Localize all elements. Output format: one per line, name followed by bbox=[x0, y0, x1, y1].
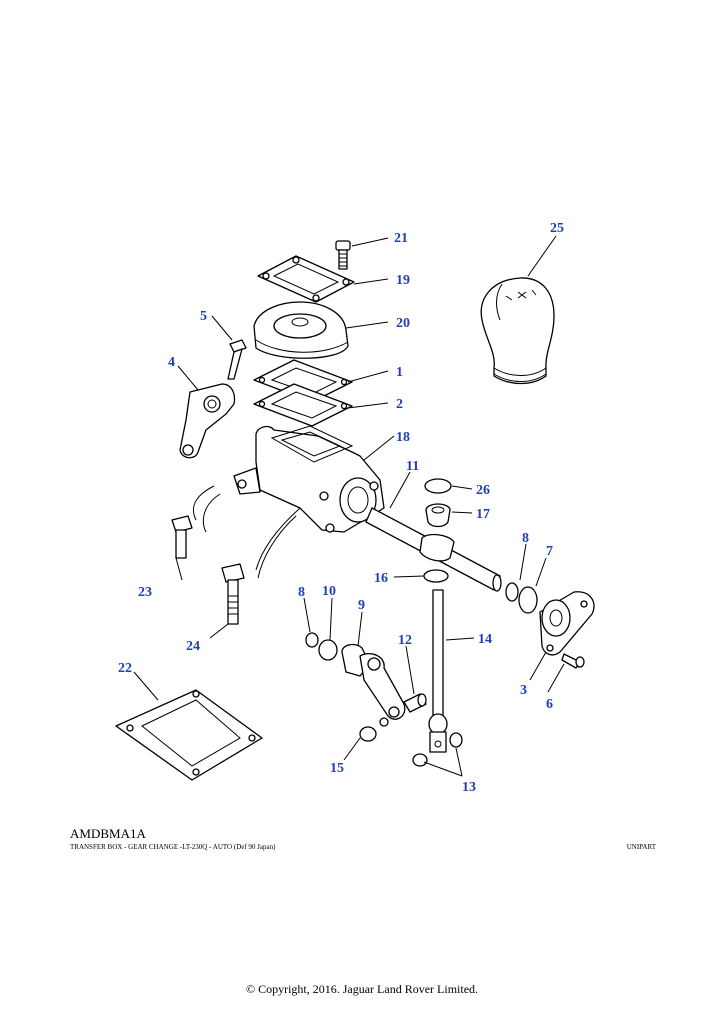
callout-26: 26 bbox=[476, 483, 490, 498]
diagram-caption: TRANSFER BOX - GEAR CHANGE -LT-230Q - AU… bbox=[70, 843, 276, 851]
callout-18: 18 bbox=[396, 430, 410, 445]
part-bush-17 bbox=[425, 503, 451, 528]
part-bolt-23 bbox=[171, 515, 193, 559]
callout-8-right: 8 bbox=[522, 531, 529, 546]
part-gear-knob bbox=[480, 277, 555, 385]
leader-lines bbox=[133, 235, 565, 777]
part-lever-4 bbox=[179, 383, 236, 459]
part-shaft-11 bbox=[365, 507, 502, 592]
part-oring-8-right bbox=[505, 582, 519, 602]
part-oring-7 bbox=[518, 586, 538, 614]
callout-6: 6 bbox=[546, 697, 553, 712]
part-bolt-24 bbox=[221, 563, 245, 625]
callout-4: 4 bbox=[168, 355, 175, 370]
callout-20: 20 bbox=[396, 316, 410, 331]
part-bush-13 bbox=[412, 732, 463, 767]
callout-14: 14 bbox=[478, 632, 492, 647]
callout-11: 11 bbox=[406, 459, 419, 474]
part-bolt-5 bbox=[227, 339, 247, 380]
part-flange-3 bbox=[539, 591, 595, 656]
callout-8-left: 8 bbox=[298, 585, 305, 600]
callout-labels: 21 19 20 1 2 5 4 18 11 26 17 25 8 7 16 1… bbox=[118, 221, 564, 795]
callout-10: 10 bbox=[322, 584, 336, 599]
callout-16: 16 bbox=[374, 571, 388, 586]
part-lever-9 bbox=[341, 643, 406, 727]
callout-17: 17 bbox=[476, 507, 490, 522]
part-housing-18 bbox=[192, 425, 385, 579]
callout-1: 1 bbox=[396, 365, 403, 380]
callout-25: 25 bbox=[550, 221, 564, 236]
callout-12: 12 bbox=[398, 633, 412, 648]
part-screw-6 bbox=[561, 653, 585, 669]
callout-22: 22 bbox=[118, 661, 132, 676]
part-oring-26 bbox=[424, 478, 452, 494]
callout-13: 13 bbox=[462, 780, 476, 795]
callout-9: 9 bbox=[358, 598, 365, 613]
callout-15: 15 bbox=[330, 761, 344, 776]
part-clip-15 bbox=[359, 726, 377, 742]
part-gasket-2 bbox=[253, 383, 353, 427]
callout-2: 2 bbox=[396, 397, 403, 412]
part-ring-16 bbox=[423, 569, 449, 583]
callout-7: 7 bbox=[546, 544, 553, 559]
callout-21: 21 bbox=[394, 231, 408, 246]
part-gasket-19 bbox=[257, 255, 355, 303]
callout-3: 3 bbox=[520, 683, 527, 698]
part-bolt-21 bbox=[335, 240, 351, 270]
part-oring-8-left bbox=[305, 632, 319, 648]
part-pin-12 bbox=[403, 693, 427, 713]
brand-label: UNIPART bbox=[626, 843, 656, 851]
part-oring-10 bbox=[318, 639, 338, 661]
part-cover-20 bbox=[253, 301, 349, 359]
callout-19: 19 bbox=[396, 273, 410, 288]
part-rod-14 bbox=[428, 589, 448, 753]
diagram-code: AMDBMA1A bbox=[70, 826, 146, 841]
callout-5: 5 bbox=[200, 309, 207, 324]
copyright-notice: © Copyright, 2016. Jaguar Land Rover Lim… bbox=[245, 982, 479, 996]
part-gasket-22 bbox=[115, 689, 263, 781]
callout-24: 24 bbox=[186, 639, 200, 654]
callout-23: 23 bbox=[138, 585, 152, 600]
